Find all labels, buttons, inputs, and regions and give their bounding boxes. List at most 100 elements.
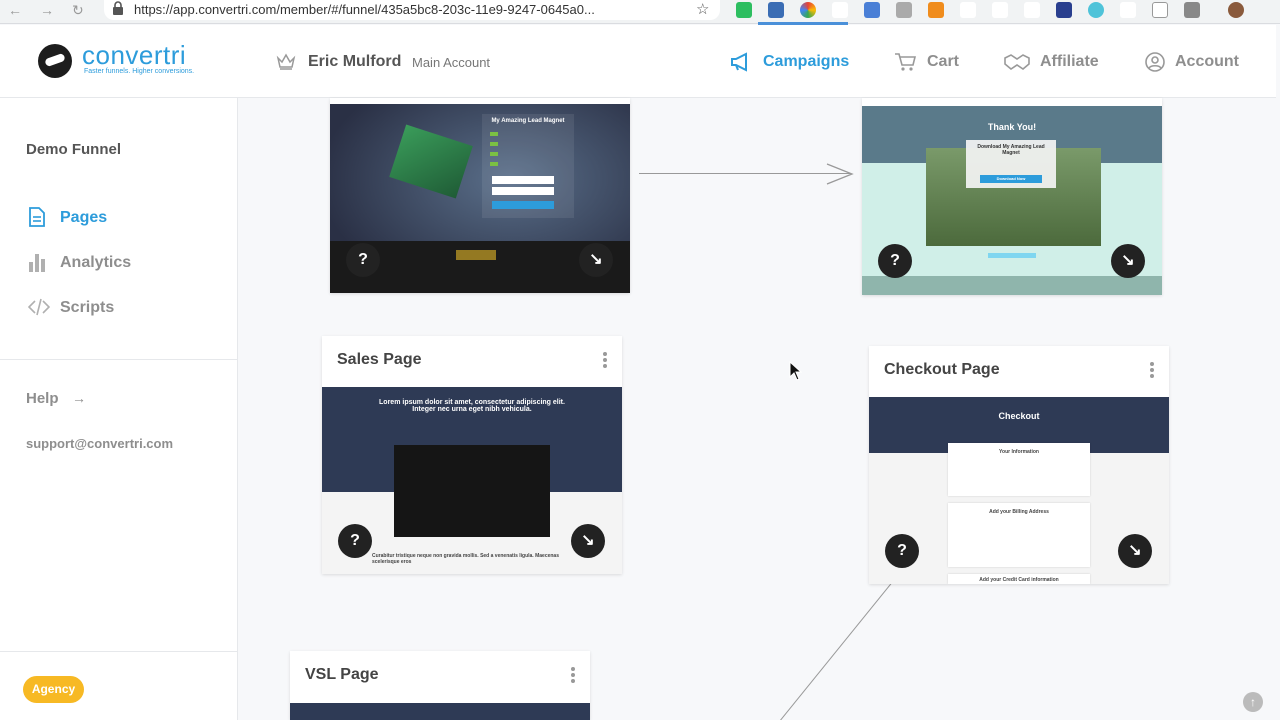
reload-icon[interactable]: ↻ xyxy=(72,2,84,18)
cart-icon xyxy=(895,53,916,71)
account-type: Main Account xyxy=(412,55,491,70)
color-extension-icon[interactable] xyxy=(800,2,816,18)
name-field xyxy=(492,176,554,184)
w-extension-icon[interactable] xyxy=(960,2,976,18)
nav-affiliate[interactable]: Affiliate xyxy=(1040,53,1099,70)
sales-headline: Lorem ipsum dolor sit amet, consectetur … xyxy=(379,399,565,413)
nav-account[interactable]: Account xyxy=(1175,53,1239,70)
c-extension-icon[interactable] xyxy=(1152,2,1168,18)
lock-icon xyxy=(113,1,123,15)
sidebar-divider-bottom xyxy=(0,651,238,652)
checkout-page-card[interactable]: Checkout Page Checkout Your Information … xyxy=(869,346,1169,584)
code-extension-icon[interactable] xyxy=(768,2,784,18)
sales-page-menu-icon[interactable] xyxy=(603,352,607,368)
billing-section: Add your Billing Address xyxy=(948,503,1090,567)
optin-page-card[interactable]: My Amazing Lead Magnet ? ↘ xyxy=(330,98,630,293)
scroll-to-top-button[interactable]: ↑ xyxy=(1243,692,1263,712)
thankyou-page-thumbnail[interactable]: Thank You! Download My Amazing Lead Magn… xyxy=(862,106,1162,295)
nav-campaigns[interactable]: Campaigns xyxy=(763,53,850,70)
submit-button xyxy=(492,201,554,209)
agency-badge: Agency xyxy=(23,676,84,703)
optin-open-button[interactable]: ↘ xyxy=(579,243,613,277)
vsl-page-thumbnail[interactable] xyxy=(290,703,590,720)
page-icon xyxy=(29,207,45,227)
funnel-name: Demo Funnel xyxy=(26,141,122,158)
thankyou-footer xyxy=(862,276,1162,295)
sidebar-item-scripts[interactable]: Scripts xyxy=(60,299,115,316)
user-circle-icon xyxy=(1145,52,1165,72)
logo-tagline: Faster funnels. Higher conversions. xyxy=(84,68,195,75)
sidebar-divider xyxy=(0,359,238,360)
information-label: Your Information xyxy=(999,449,1039,455)
code-icon xyxy=(28,298,50,316)
thankyou-help-button[interactable]: ? xyxy=(878,244,912,278)
checkout-help-button[interactable]: ? xyxy=(885,534,919,568)
profile-avatar[interactable] xyxy=(1228,2,1244,18)
sales-body-text: Curabitur tristique neque non gravida mo… xyxy=(372,553,559,565)
bar-chart-icon xyxy=(29,254,45,272)
support-email[interactable]: support@convertri.com xyxy=(26,436,174,451)
thankyou-open-button[interactable]: ↘ xyxy=(1111,244,1145,278)
evernote-extension-icon[interactable] xyxy=(736,2,752,18)
mouse-cursor-icon xyxy=(789,361,803,381)
sidebar xyxy=(0,98,238,720)
sales-help-button[interactable]: ? xyxy=(338,524,372,558)
address-bar[interactable] xyxy=(104,0,720,20)
download-button-text: Download Now xyxy=(996,176,1026,181)
back-icon[interactable]: ← xyxy=(8,2,22,18)
k-extension-icon[interactable] xyxy=(1024,2,1040,18)
h-extension-icon[interactable] xyxy=(992,2,1008,18)
optin-help-button[interactable]: ? xyxy=(346,243,380,277)
logo-name[interactable]: convertri xyxy=(82,40,187,70)
vsl-page-card[interactable]: VSL Page xyxy=(290,651,590,720)
handshake-icon xyxy=(1004,54,1030,70)
credit-card-section: Add your Credit Card information xyxy=(948,574,1090,584)
checkout-page-menu-icon[interactable] xyxy=(1150,362,1154,378)
active-tab-indicator xyxy=(758,22,848,25)
sales-page-card[interactable]: Sales Page Lorem ipsum dolor sit amet, c… xyxy=(322,336,622,574)
book-cover-image xyxy=(389,124,473,199)
forward-icon[interactable]: → xyxy=(40,2,54,18)
vsl-page-menu-icon[interactable] xyxy=(571,667,575,683)
thankyou-page-card[interactable]: Thank You! Download My Amazing Lead Magn… xyxy=(862,98,1162,295)
grid-extension-icon[interactable] xyxy=(928,2,944,18)
information-section: Your Information xyxy=(948,443,1090,496)
pid-extension-icon[interactable] xyxy=(1120,2,1136,18)
optin-heading: My Amazing Lead Magnet xyxy=(491,118,565,124)
checkout-heading: Checkout xyxy=(998,411,1040,421)
translate-extension-icon[interactable] xyxy=(864,2,880,18)
crown-icon xyxy=(276,53,296,70)
account-name[interactable]: Eric Mulford xyxy=(308,53,402,70)
help-link[interactable]: Help xyxy=(26,390,59,407)
sidebar-item-analytics[interactable]: Analytics xyxy=(60,254,132,271)
circle-extension-icon[interactable] xyxy=(1088,2,1104,18)
sales-open-button[interactable]: ↘ xyxy=(571,524,605,558)
connector-line xyxy=(639,173,851,174)
signature-logo xyxy=(456,250,496,260)
sales-page-title: Sales Page xyxy=(337,351,422,368)
figure-extension-icon[interactable] xyxy=(832,2,848,18)
camera-extension-icon[interactable] xyxy=(1184,2,1200,18)
billing-label: Add your Billing Address xyxy=(989,509,1049,515)
browser-toolbar: ← → ↻ https://app.convertri.com/member/#… xyxy=(0,0,1280,25)
checkout-open-button[interactable]: ↘ xyxy=(1118,534,1152,568)
checkout-page-title: Checkout Page xyxy=(884,361,1000,378)
credit-card-label: Add your Credit Card information xyxy=(979,577,1059,583)
arrow-right-icon: → xyxy=(72,390,86,406)
nav-cart[interactable]: Cart xyxy=(927,53,960,70)
arrowhead-icon xyxy=(826,163,854,185)
convertri-logo-icon[interactable] xyxy=(38,44,72,78)
sidebar-item-pages[interactable]: Pages xyxy=(60,209,108,226)
popup-text: Download My Amazing Lead Magnet xyxy=(977,144,1045,156)
thankyou-heading: Thank You! xyxy=(987,122,1037,132)
video-extension-icon[interactable] xyxy=(896,2,912,18)
bookmark-star-icon[interactable]: ☆ xyxy=(696,1,710,18)
cta-strip xyxy=(988,253,1036,258)
megaphone-icon xyxy=(731,52,747,72)
video-player xyxy=(394,445,550,537)
url-text[interactable]: https://app.convertri.com/member/#/funne… xyxy=(134,2,595,17)
download-button: Download Now xyxy=(980,175,1042,183)
arrow-extension-icon[interactable] xyxy=(1056,2,1072,18)
vsl-page-title: VSL Page xyxy=(305,666,379,683)
checklist-marks xyxy=(490,132,498,172)
